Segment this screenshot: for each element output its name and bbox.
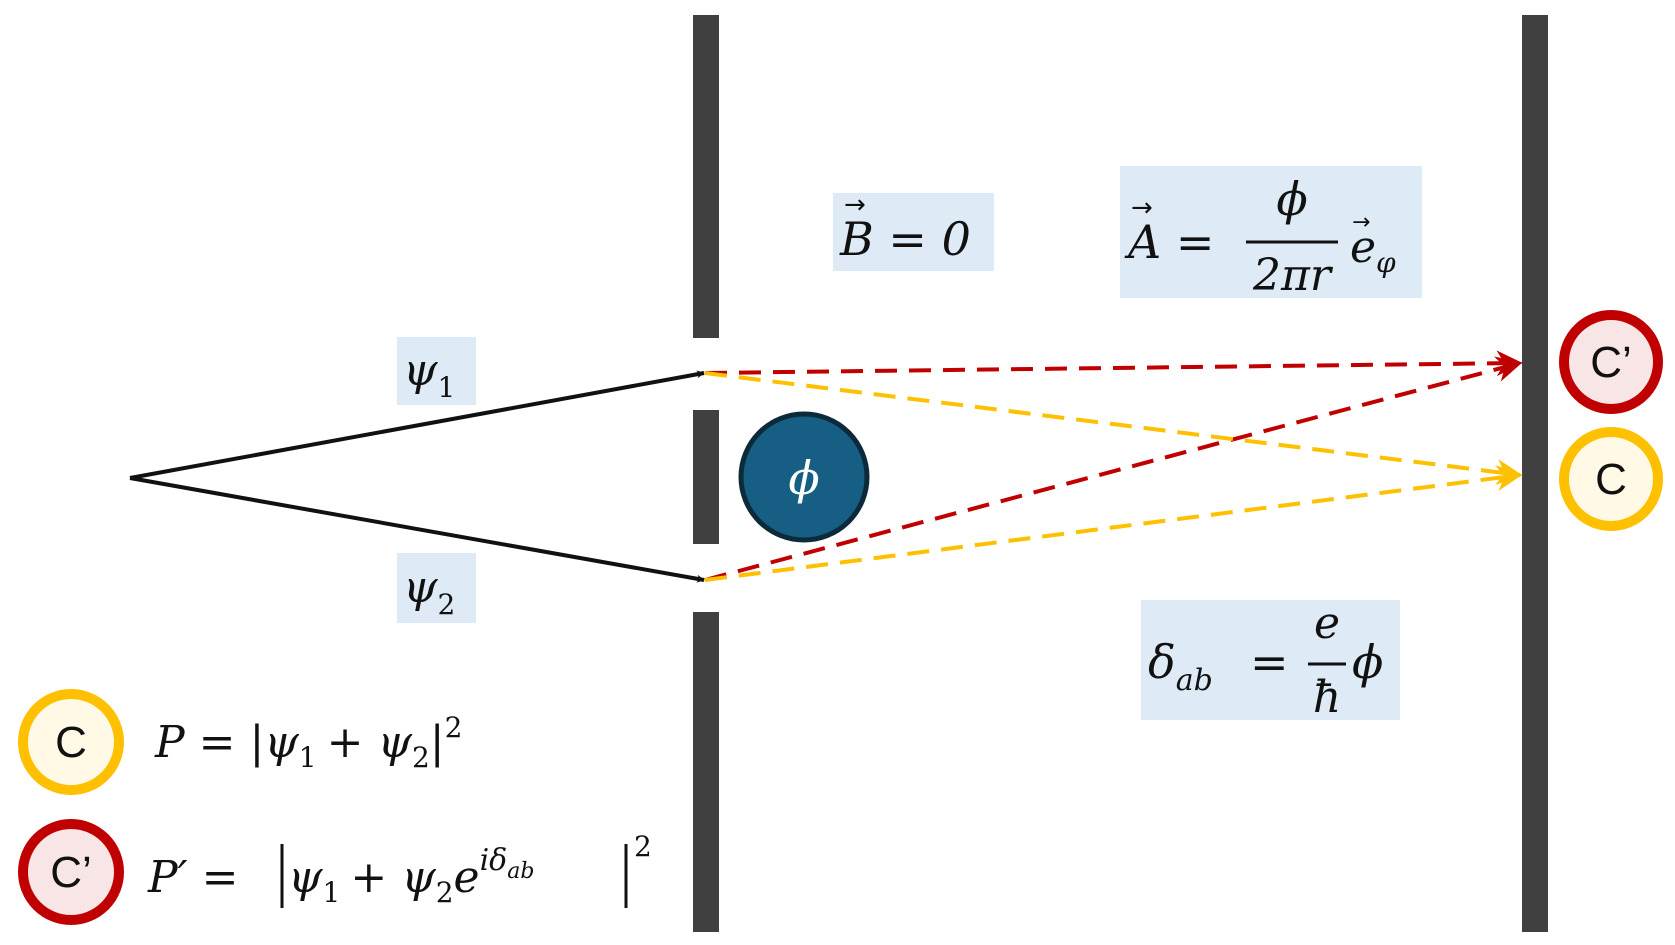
- a-unit-vector-subscript: φ: [1376, 246, 1396, 279]
- pprime-exponent: iδ: [480, 843, 508, 878]
- a-numerator: ϕ: [1276, 172, 1307, 226]
- a-vector-arrow: →: [1131, 193, 1153, 223]
- pprime-plus: + ψ: [350, 852, 436, 903]
- a-denominator: 2πr: [1252, 250, 1334, 301]
- solenoid-circle: [738, 411, 870, 543]
- a-lhs: A =: [1124, 215, 1214, 269]
- vector-potential-equation-bg: [1120, 166, 1422, 298]
- phase-shift-equation: δab = e ħ ϕ: [1141, 598, 1400, 723]
- path-psi1-arrow: [129, 370, 705, 480]
- solenoid: ϕ: [738, 411, 870, 543]
- psi2-label: ψ2: [397, 553, 476, 623]
- red-path-lower: [704, 356, 1523, 582]
- delta-denominator: ħ: [1313, 672, 1341, 723]
- psi2-label-bg: [397, 553, 476, 623]
- a-unit-vector: e: [1350, 222, 1376, 273]
- psi1-label-bg: [397, 337, 476, 405]
- detector-screen: [1522, 15, 1548, 932]
- detector-marker-c: C: [1559, 427, 1663, 531]
- p-formula-close: |: [430, 717, 445, 768]
- legend-c-label: C: [55, 718, 87, 767]
- legend-c: C P = |ψ1+ ψ2|2: [18, 689, 462, 795]
- p-formula-start: P = |ψ: [154, 717, 299, 768]
- legend-cprime-circle: [18, 819, 124, 925]
- delta-equals: =: [1250, 635, 1289, 689]
- pprime-sub2: 2: [436, 876, 454, 909]
- slit-barrier-middle: [693, 410, 719, 544]
- yellow-path-lower: [704, 465, 1523, 582]
- phase-shift-equation-bg: [1141, 600, 1400, 720]
- b-field-text: B = 0: [839, 212, 971, 266]
- path-psi2-arrow: [129, 476, 705, 583]
- marker-cprime-circle: [1559, 310, 1663, 414]
- marker-cprime-label: C’: [1590, 338, 1632, 387]
- svg-text:ψ2: ψ2: [403, 562, 455, 621]
- svg-text:δab: δab: [1148, 635, 1213, 698]
- psi1-label: ψ1: [397, 337, 476, 405]
- b-field-vector-arrow: →: [844, 190, 866, 220]
- svg-text:P = |ψ1+ ψ2|2: P = |ψ1+ ψ2|2: [154, 711, 462, 774]
- pprime-formula-lhs: P′ =: [147, 852, 238, 903]
- delta-numerator: e: [1314, 598, 1340, 649]
- psi1-symbol: ψ: [403, 345, 438, 396]
- p-formula-sub2: 2: [412, 741, 430, 774]
- delta-symbol: δ: [1148, 635, 1176, 689]
- b-field-equation-bg: [833, 193, 994, 271]
- pprime-psi1: ψ: [288, 852, 323, 903]
- psi1-subscript: 1: [438, 371, 456, 404]
- pprime-e: e: [454, 852, 480, 903]
- svg-text:eφ: eφ: [1350, 222, 1396, 279]
- pprime-sub1: 1: [323, 876, 341, 909]
- p-formula-exponent: 2: [445, 711, 463, 744]
- a-unit-vector-arrow: →: [1352, 210, 1370, 235]
- delta-subscript: ab: [1176, 663, 1213, 698]
- marker-c-circle: [1559, 427, 1663, 531]
- p-formula-sub1: 1: [299, 741, 317, 774]
- solenoid-flux-symbol: ϕ: [788, 451, 819, 505]
- legend-cprime: C’ P′ = ψ1+ ψ2eiδab 2: [18, 819, 652, 925]
- pprime-exponent-sub: ab: [507, 859, 534, 884]
- legend-cprime-label: C’: [50, 848, 92, 897]
- pprime-square: 2: [634, 830, 652, 863]
- slit-barrier-top: [693, 15, 719, 338]
- legend-c-circle: [18, 689, 124, 795]
- p-formula-plus: + ψ: [327, 717, 413, 768]
- slit-barrier-bottom: [693, 612, 719, 932]
- psi2-subscript: 2: [438, 588, 456, 621]
- red-path-upper: [704, 350, 1523, 377]
- vector-potential-equation: → A = ϕ 2πr → eφ: [1120, 166, 1422, 301]
- svg-text:ψ1: ψ1: [403, 345, 455, 404]
- psi2-symbol: ψ: [403, 562, 438, 613]
- yellow-path-upper: [704, 371, 1523, 485]
- delta-flux: ϕ: [1352, 635, 1383, 689]
- marker-c-label: C: [1595, 455, 1627, 504]
- detector-marker-cprime: C’: [1559, 310, 1663, 414]
- svg-text:ψ1+ ψ2eiδab: ψ1 + ψ2eiδab: [288, 843, 534, 909]
- b-field-equation: → B = 0: [833, 190, 994, 271]
